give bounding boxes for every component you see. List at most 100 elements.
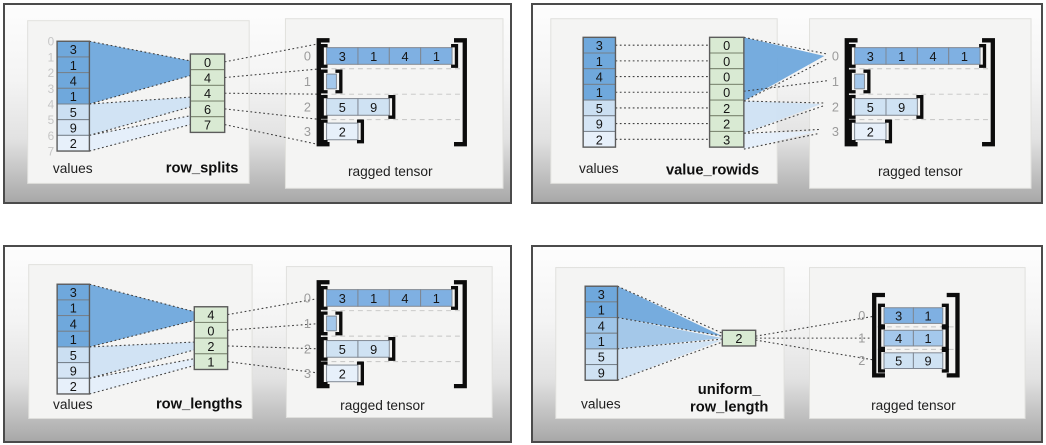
- dotted-connector: [227, 361, 322, 374]
- values-cell-value: 9: [596, 117, 603, 132]
- tensor-cell-value: 4: [929, 49, 936, 64]
- row-partition-value: 4: [207, 308, 214, 323]
- row-close-bracket: [885, 119, 893, 144]
- values-cell-value: 3: [70, 42, 77, 57]
- tensor-open-bracket: [316, 280, 330, 389]
- row-open-bracket: [877, 348, 885, 373]
- mapping-wedge: [89, 342, 195, 379]
- tensor-open-bracket: [872, 292, 885, 378]
- tensor-cell-value: 3: [867, 49, 874, 64]
- row-close-bracket: [356, 361, 365, 386]
- tensor-close-bracket: [946, 292, 960, 378]
- dotted-connector: [743, 58, 828, 102]
- method-caption: row_length: [690, 400, 768, 416]
- tensor-cell-value: 4: [401, 49, 408, 64]
- row-close-bracket: [916, 94, 924, 119]
- row-open-bracket: [320, 69, 328, 94]
- row-index-label: 2: [304, 99, 311, 114]
- row-close-bracket: [356, 119, 365, 144]
- values-cell-value: 5: [70, 348, 77, 363]
- values-cell-value: 1: [70, 332, 77, 347]
- tensor-cell-value: 9: [898, 100, 905, 115]
- tensor-cell: [420, 289, 453, 307]
- row-index-label: 0: [832, 48, 839, 63]
- tensor-cell-value: 1: [370, 49, 377, 64]
- tensor-cell: [357, 340, 390, 358]
- values-cell-value: 2: [596, 132, 603, 147]
- values-cell-value: 1: [70, 301, 77, 316]
- tensor-cell: [948, 47, 981, 65]
- row-open-bracket: [320, 311, 328, 336]
- tensor-caption: ragged tensor: [348, 164, 433, 179]
- values-cell-value: 5: [70, 105, 77, 120]
- values-caption: values: [53, 397, 93, 412]
- row-partition-value: 3: [723, 132, 730, 147]
- row-open-bracket: [320, 94, 328, 119]
- row-partition-value: 0: [204, 55, 211, 70]
- row-partition-value: 0: [723, 38, 730, 53]
- values-cell-value: 9: [70, 121, 77, 136]
- row-index-label: 1: [832, 74, 839, 89]
- tensor-open-bracket: [316, 38, 330, 147]
- row-partition-value: 0: [723, 70, 730, 85]
- tensor-cell-value: 2: [339, 124, 346, 139]
- dotted-connector: [224, 92, 322, 95]
- tensor-cell: [326, 122, 359, 141]
- dotted-connector: [617, 317, 723, 337]
- tensor-caption: ragged tensor: [871, 398, 956, 413]
- mapping-wedge: [743, 37, 825, 102]
- values-cell-value: 2: [70, 379, 77, 394]
- tensor-cell-value: 9: [370, 100, 377, 115]
- values-cell-value: 4: [596, 70, 603, 85]
- row-partition-frame: [708, 36, 745, 148]
- tensor-cell: [912, 352, 944, 369]
- row-index-label: 2: [858, 353, 865, 368]
- row-index-label: 2: [832, 99, 839, 114]
- dotted-connector: [89, 349, 195, 379]
- values-index-label: 6: [48, 130, 55, 143]
- values-index-label: 4: [48, 98, 55, 111]
- mapping-wedge: [89, 284, 195, 347]
- row-open-bracket: [320, 119, 328, 144]
- row-partition-frame: [189, 53, 226, 134]
- mapping-wedge: [617, 286, 723, 337]
- tensor-cell-value: 1: [925, 309, 932, 324]
- row-partition-value: 2: [207, 339, 214, 354]
- method-caption: row_lengths: [156, 397, 243, 413]
- mapping-wedge: [89, 115, 191, 152]
- row-partition-value: 0: [723, 54, 730, 69]
- tensor-cell: [912, 307, 944, 324]
- values-column-frame: [582, 36, 617, 148]
- values-cell-value: 3: [596, 38, 603, 53]
- tensor-cell-value: 1: [961, 49, 968, 64]
- values-cell-value: 9: [598, 365, 605, 380]
- tensor-empty-cell: [854, 73, 865, 90]
- tensor-cell-value: 3: [339, 291, 346, 306]
- row-open-bracket: [848, 44, 856, 68]
- dotted-connector: [224, 108, 322, 121]
- tensor-cell: [912, 329, 944, 347]
- values-cell-value: 1: [596, 54, 603, 69]
- tensor-close-bracket: [982, 38, 995, 147]
- values-column-frame: [584, 285, 619, 381]
- dotted-connector: [617, 338, 723, 350]
- values-index-label: 1: [48, 51, 55, 64]
- row-partition-value: 4: [204, 71, 211, 86]
- values-cell-value: 5: [598, 350, 605, 365]
- method-caption: row_splits: [166, 161, 239, 177]
- values-column-frame: [56, 40, 91, 152]
- row-open-bracket: [877, 303, 885, 328]
- row-open-bracket: [848, 94, 856, 119]
- values-cell-value: 3: [70, 285, 77, 300]
- tensor-cell-value: 5: [339, 100, 346, 115]
- tensor-close-bracket: [454, 38, 467, 147]
- row-index-label: 0: [304, 290, 311, 305]
- tensor-cell: [357, 98, 390, 116]
